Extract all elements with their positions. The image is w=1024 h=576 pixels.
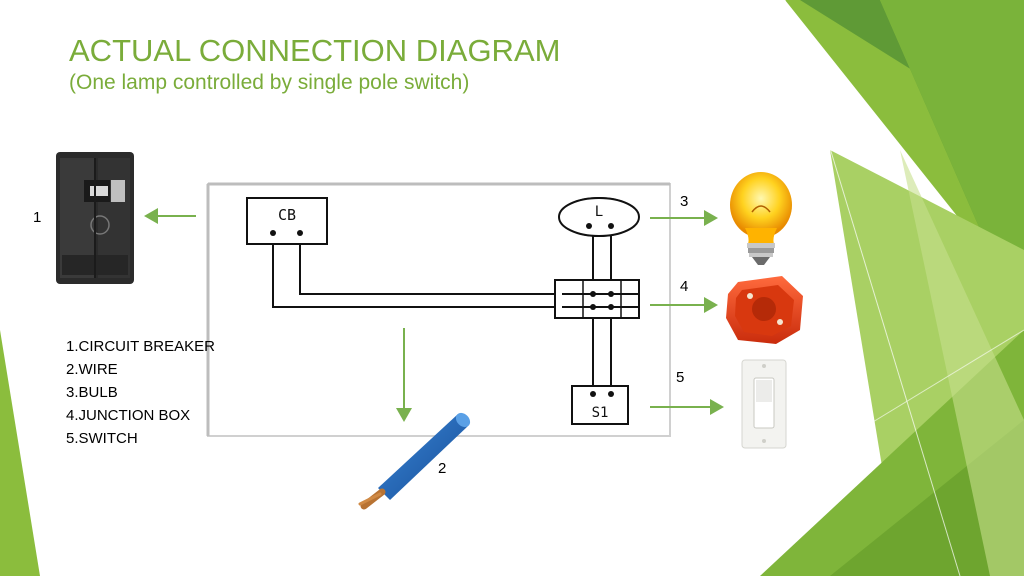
lamp-label: L: [595, 204, 603, 220]
slide-title: ACTUAL CONNECTION DIAGRAM: [69, 33, 561, 68]
bg-line-2: [619, 329, 1024, 576]
legend-item: 3.BULB: [66, 384, 118, 401]
callout-number-3: 3: [680, 193, 689, 210]
cb-label: CB: [278, 206, 296, 224]
legend-item: 5.SWITCH: [66, 430, 138, 447]
callout-number-1: 1: [33, 209, 42, 226]
wire-cb-to-junction-2: [299, 233, 611, 295]
callout-number-2: 2: [438, 460, 447, 477]
bg-shape-highlight: [900, 150, 1024, 576]
callout-number-5: 5: [676, 369, 685, 386]
wall-switch-image: [741, 359, 787, 449]
callout-arrows: [144, 208, 724, 422]
slide-subtitle: (One lamp controlled by single pole swit…: [69, 71, 470, 94]
switch-label: S1: [592, 405, 609, 421]
switch-box-symbol: [571, 385, 629, 425]
circuit-breaker-image: [56, 152, 134, 284]
bg-line: [784, 0, 961, 576]
legend-item: 1.CIRCUIT BREAKER: [66, 338, 215, 355]
junction-box-image: [726, 276, 803, 344]
lamp-symbol: [558, 197, 640, 237]
junction-box-symbol: [554, 279, 640, 319]
legend-item: 2.WIRE: [66, 361, 118, 378]
bg-shape-left: [0, 330, 40, 576]
legend: 1.CIRCUIT BREAKER 2.WIRE 3.BULB 4.JUNCTI…: [66, 335, 215, 450]
wire-image: [358, 412, 471, 510]
light-bulb-image: [730, 172, 792, 265]
callout-number-4: 4: [680, 278, 689, 295]
cb-box: [246, 197, 328, 245]
wire-cb-to-junction-1: [272, 233, 593, 308]
legend-item: 4.JUNCTION BOX: [66, 407, 191, 424]
